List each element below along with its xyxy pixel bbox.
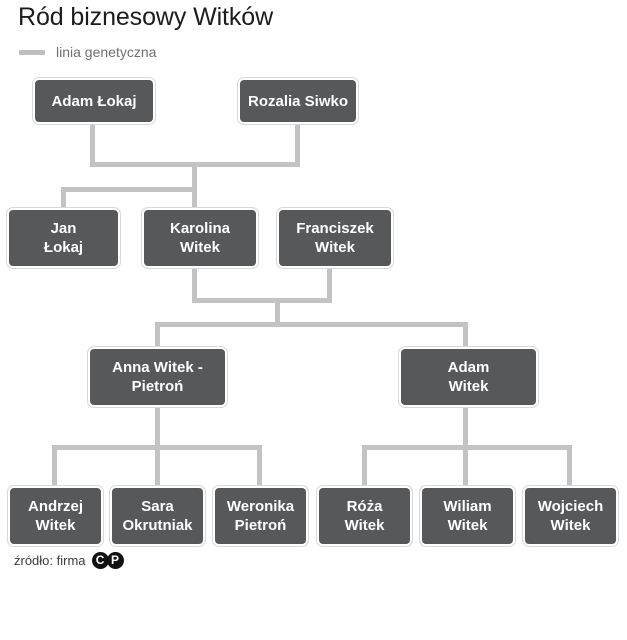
connector-couple2-horizontal: [192, 298, 332, 303]
node-anna-witek-pietron[interactable]: Anna Witek - Pietroń: [88, 347, 227, 407]
connector-adam-witek-up: [463, 322, 468, 347]
node-weronika-pietron[interactable]: Weronika Pietroń: [213, 486, 308, 546]
node-andrzej-witek[interactable]: Andrzej Witek: [8, 486, 103, 546]
connector-roza-witek-up: [362, 445, 367, 487]
connector-adam-children-bar: [362, 445, 572, 450]
connector-karolina-witek-up: [192, 187, 197, 210]
connector-karolina-witek-down: [192, 267, 197, 303]
page-title: Ród biznesowy Witków: [18, 3, 274, 31]
connector-wojciech-witek-up: [567, 445, 572, 487]
node-rozalia-siwko[interactable]: Rozalia Siwko: [238, 78, 358, 124]
connector-weronika-pietron-up: [257, 445, 262, 487]
connector-anna-witek-up: [155, 322, 160, 347]
source-label: źródło: firma: [14, 552, 86, 568]
source-attribution: źródło: firma C P: [14, 550, 124, 570]
connector-couple2-stem: [275, 298, 280, 327]
connector-anna-children-bar: [52, 445, 262, 450]
connector-wiliam-witek-up: [463, 445, 468, 487]
connector-gen3-horizontal: [155, 322, 468, 327]
node-jan-lokaj[interactable]: Jan Łokaj: [7, 208, 120, 268]
node-franciszek-witek[interactable]: Franciszek Witek: [277, 208, 393, 268]
connector-andrzej-witek-up: [52, 445, 57, 487]
legend: linia genetyczna: [19, 42, 156, 62]
cp-logo-icon: C P: [91, 551, 124, 569]
node-roza-witek[interactable]: Róża Witek: [317, 486, 412, 546]
copyright-c-badge-icon: C: [91, 551, 109, 569]
connector-couple1-stem: [192, 162, 197, 192]
node-adam-lokaj[interactable]: Adam Łokaj: [33, 78, 155, 124]
connector-adam-lokaj-down: [90, 123, 95, 167]
legend-label: linia genetyczna: [56, 44, 157, 60]
node-karolina-witek[interactable]: Karolina Witek: [142, 208, 258, 268]
node-sara-okrutniak[interactable]: Sara Okrutniak: [110, 486, 205, 546]
connector-franciszek-witek-down: [327, 267, 332, 303]
node-wojciech-witek[interactable]: Wojciech Witek: [523, 486, 618, 546]
legend-line-swatch-icon: [19, 49, 45, 55]
connector-jan-lokaj-up: [61, 187, 66, 210]
connector-couple1-horizontal: [90, 162, 300, 167]
connector-gen2-horizontal: [61, 187, 197, 192]
connector-sara-okrutniak-up: [155, 445, 160, 487]
connector-adam-witek-down: [463, 406, 468, 449]
node-wiliam-witek[interactable]: Wiliam Witek: [420, 486, 515, 546]
node-adam-witek[interactable]: Adam Witek: [399, 347, 538, 407]
connector-anna-witek-down: [155, 406, 160, 449]
connector-rozalia-siwko-down: [295, 123, 300, 167]
copyright-p-badge-icon: P: [106, 551, 124, 569]
